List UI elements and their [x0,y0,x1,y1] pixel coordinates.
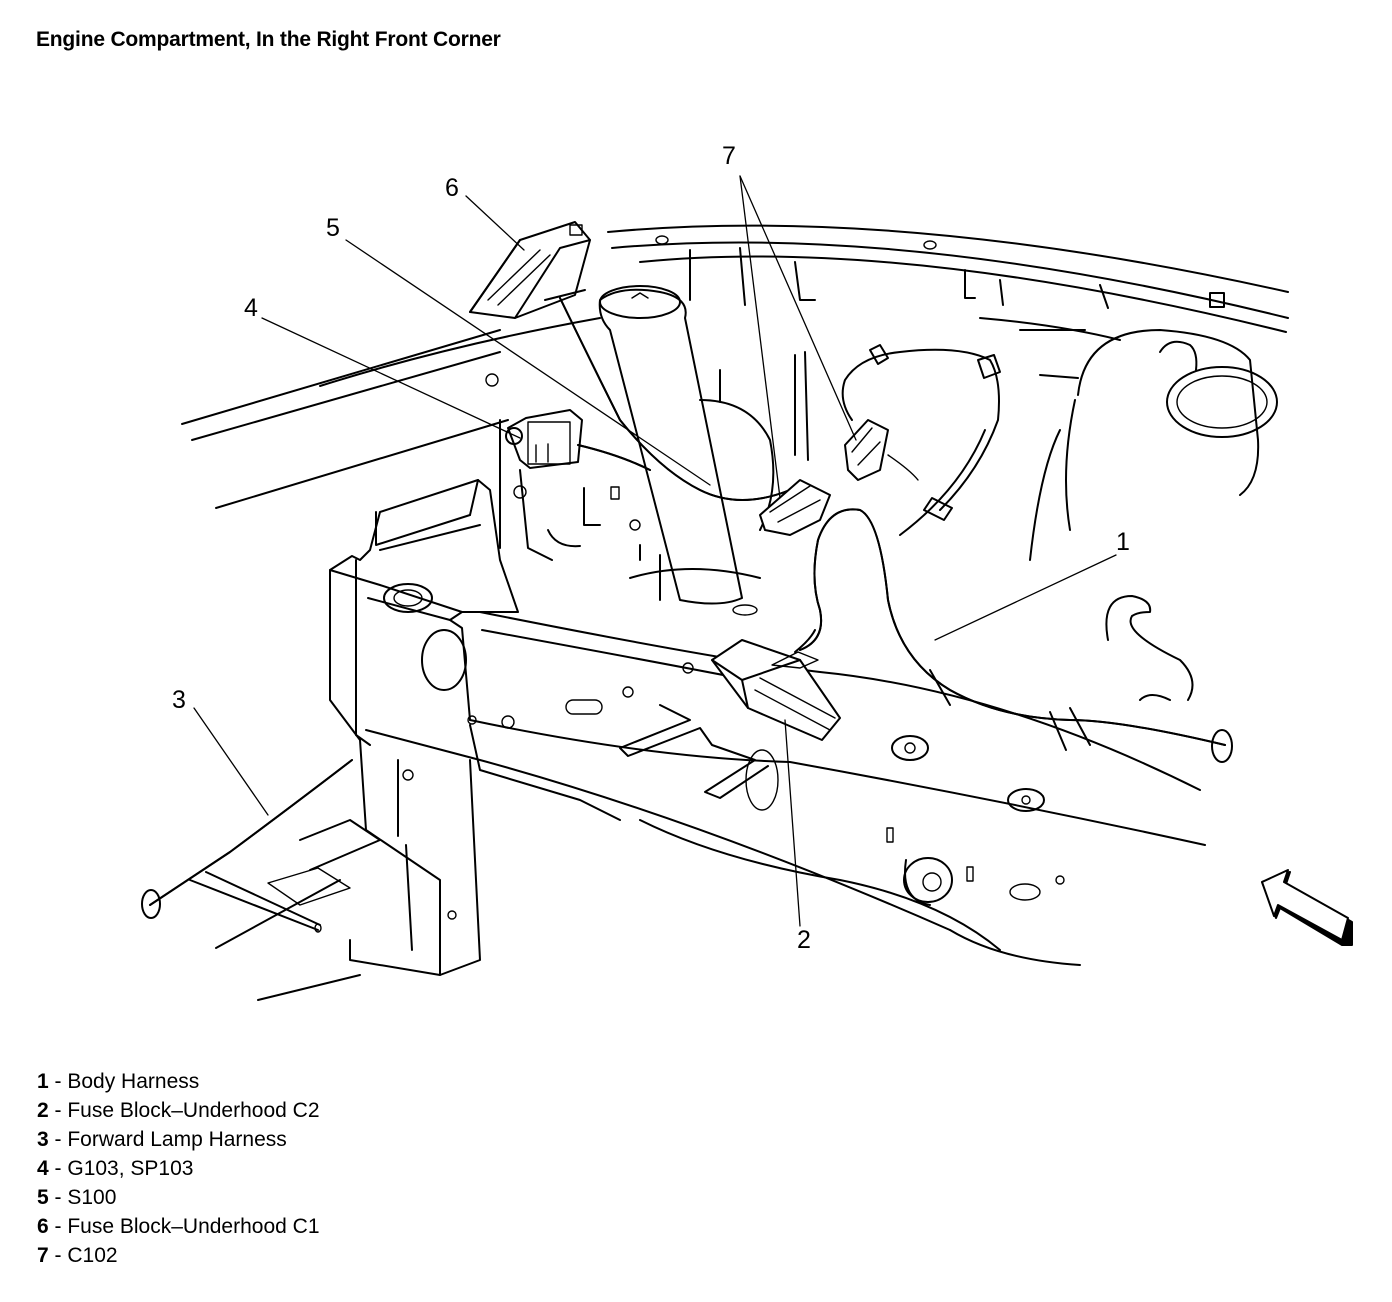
legend-label: S100 [67,1186,117,1209]
forward-lamp-harness [141,759,353,933]
legend-label: Forward Lamp Harness [67,1128,287,1151]
callout-legend: 1 - Body Harness 2 - Fuse Block–Underhoo… [37,1067,320,1270]
legend-row: 3 - Forward Lamp Harness [37,1125,320,1154]
legend-label: Fuse Block–Underhood C1 [67,1215,320,1238]
legend-number: 4 [37,1157,49,1180]
callout-number-7: 7 [722,142,736,170]
cowl-panel [607,224,1289,461]
callout-number-2: 2 [797,926,811,954]
legend-separator: - [48,1215,68,1238]
fuse-block-c2-connector [711,629,841,741]
legend-row: 5 - S100 [37,1183,320,1212]
legend-separator: - [48,1099,68,1122]
g103-sp103-connector [505,409,651,471]
legend-row: 7 - C102 [37,1241,320,1270]
callout-number-3: 3 [172,686,186,714]
legend-separator: - [48,1244,68,1267]
legend-separator: - [48,1186,68,1209]
callout-number-5: 5 [326,214,340,242]
callout-numbers: 1 2 3 4 5 6 7 [172,142,1130,954]
legend-row: 2 - Fuse Block–Underhood C2 [37,1096,320,1125]
legend-label: G103, SP103 [67,1157,194,1180]
legend-row: 6 - Fuse Block–Underhood C1 [37,1212,320,1241]
legend-number: 3 [37,1128,49,1151]
legend-row: 1 - Body Harness [37,1067,320,1096]
legend-row: 4 - G103, SP103 [37,1154,320,1183]
legend-separator: - [48,1157,68,1180]
callout-leaders [193,175,1117,927]
legend-separator: - [48,1128,68,1151]
legend-separator: - [48,1070,68,1093]
page-title: Engine Compartment, In the Right Front C… [36,28,501,51]
legend-label: Fuse Block–Underhood C2 [67,1099,320,1122]
fuse-block-c1-connector [469,221,791,501]
body-harness [799,344,1233,763]
c102-connectors [759,419,919,536]
callout-number-6: 6 [445,174,459,202]
legend-number: 5 [37,1186,49,1209]
legend-number: 1 [37,1070,49,1093]
coolant-tank [1029,329,1278,561]
legend-label: Body Harness [67,1070,200,1093]
engine-compartment-illustration: 1 2 3 4 5 6 7 [141,142,1353,1001]
callout-number-1: 1 [1116,528,1130,556]
legend-number: 2 [37,1099,49,1122]
hose [1105,595,1194,701]
legend-number: 6 [37,1215,49,1238]
frame-rail [215,479,1206,1001]
legend-number: 7 [37,1244,49,1267]
legend-label: C102 [67,1244,118,1267]
callout-number-4: 4 [244,294,258,322]
fender-apron [181,317,601,561]
front-direction-arrow-icon [1261,869,1353,946]
strut-tower [583,285,775,616]
